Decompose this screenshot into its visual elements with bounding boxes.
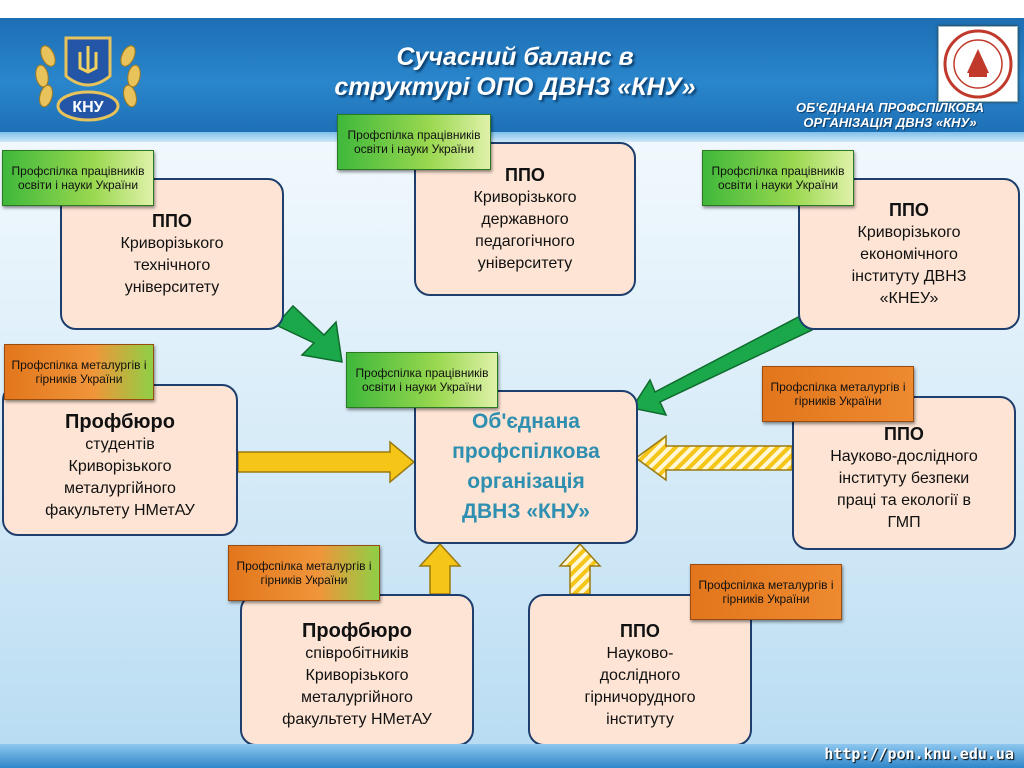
tag-education-union: Профспілка працівників освіти і науки Ук… — [346, 352, 498, 408]
org-caption: ОБ'ЄДНАНА ПРОФСПІЛКОВА ОРГАНІЗАЦІЯ ДВНЗ … — [770, 100, 1010, 130]
box-line: факультету НМетАУ — [282, 711, 432, 728]
box-line: факультету НМетАУ — [45, 502, 195, 519]
footer-bar — [0, 744, 1024, 768]
tag-metallurgists-union: Профспілка металургів і гірників України — [228, 545, 380, 601]
box-line: «КНЕУ» — [879, 290, 939, 307]
box-line: інституту ДВНЗ — [851, 268, 967, 285]
union-logo — [938, 26, 1018, 102]
box-line: металургійного — [64, 480, 176, 497]
box-line: студентів — [85, 436, 155, 453]
box-line: університету — [477, 255, 573, 272]
arrow-mining-to-center — [558, 542, 602, 595]
box-line: Криворізького — [857, 224, 961, 241]
header-stripe — [0, 132, 1024, 142]
box-head: ППО — [620, 621, 660, 641]
title-line-1: Сучасний баланс в — [396, 43, 634, 71]
box-line: співробітників — [305, 645, 409, 662]
box-staff-bureau: Профбюро співробітників Криворізького ме… — [240, 594, 474, 746]
tag-metallurgists-union: Профспілка металургів і гірників України — [4, 344, 154, 400]
page-title: Сучасний баланс в структурі ОПО ДВНЗ «КН… — [280, 42, 750, 102]
box-students-bureau: Профбюро студентів Криворізького металур… — [2, 384, 238, 536]
box-line: Науково- — [606, 645, 674, 662]
site-url-link[interactable]: http://pon.knu.edu.ua — [824, 745, 1014, 763]
box-line: праці та екології в — [837, 492, 971, 509]
knu-emblem-icon: КНУ — [35, 36, 141, 122]
box-united-union-organization: Об'єднана профспілкова організація ДВНЗ … — [414, 390, 638, 544]
union-seal-icon — [943, 29, 1013, 99]
box-head: ППО — [505, 165, 545, 185]
header-banner — [0, 0, 1024, 135]
box-line: державного — [481, 211, 569, 228]
box-head: Профбюро — [302, 620, 412, 642]
box-line: Науково-дослідного — [830, 448, 978, 465]
box-line: Криворізького — [120, 235, 224, 252]
tag-metallurgists-union: Профспілка металургів і гірників України — [690, 564, 842, 620]
arrow-safety-to-center — [634, 434, 793, 482]
box-line: Криворізького — [473, 189, 577, 206]
center-line: Об'єднана — [472, 410, 580, 433]
box-line: інституту — [606, 711, 674, 728]
box-line: Криворізького — [305, 667, 409, 684]
box-line: педагогічного — [475, 233, 575, 250]
center-line: організація — [467, 470, 585, 493]
box-line: дослідного — [599, 667, 681, 684]
tag-education-union: Профспілка працівників освіти і науки Ук… — [702, 150, 854, 206]
org-caption-line-1: ОБ'ЄДНАНА ПРОФСПІЛКОВА — [795, 100, 985, 115]
arrow-staff-to-center — [418, 542, 462, 595]
box-line: Криворізького — [68, 458, 172, 475]
box-line: технічного — [133, 257, 211, 274]
tag-education-union: Профспілка працівників освіти і науки Ук… — [337, 114, 491, 170]
tag-metallurgists-union: Профспілка металургів і гірників України — [762, 366, 914, 422]
box-head: Профбюро — [65, 411, 175, 433]
box-line: ГМП — [887, 514, 921, 531]
org-caption-line-2: ОРГАНІЗАЦІЯ ДВНЗ «КНУ» — [803, 115, 977, 130]
box-line: економічного — [860, 246, 958, 263]
box-head: ППО — [884, 424, 924, 444]
box-ppo-pedagogical-university: ППО Криворізького державного педагогічно… — [414, 142, 636, 296]
box-line: університету — [124, 279, 220, 296]
center-line: профспілкова — [452, 440, 600, 463]
box-head: ППО — [152, 211, 192, 231]
emblem-text: КНУ — [72, 99, 104, 116]
box-line: гірничорудного — [584, 689, 696, 706]
arrow-students-to-center — [237, 440, 416, 484]
arrow-economic-to-center — [630, 312, 814, 417]
tag-education-union: Профспілка працівників освіти і науки Ук… — [2, 150, 154, 206]
box-line: металургійного — [301, 689, 413, 706]
box-line: інституту безпеки — [838, 470, 970, 487]
box-head: ППО — [889, 200, 929, 220]
arrow-technical-to-center — [274, 304, 343, 363]
center-line: ДВНЗ «КНУ» — [462, 500, 590, 523]
title-line-2: структурі ОПО ДВНЗ «КНУ» — [334, 73, 696, 101]
